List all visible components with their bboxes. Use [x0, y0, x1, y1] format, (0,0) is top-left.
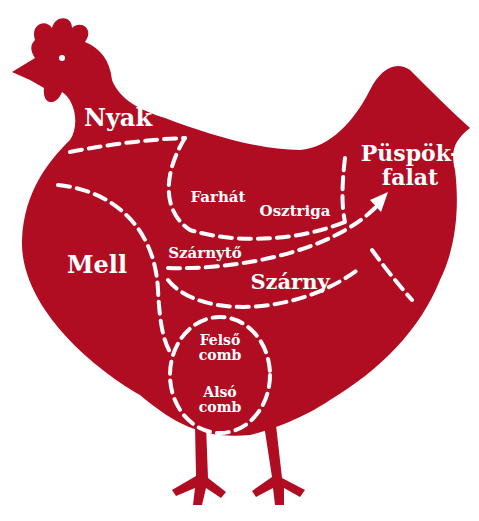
part-label: Szárny [250, 270, 329, 293]
part-label: Püspök- falat [361, 141, 459, 189]
part-label: Szárnytő [168, 245, 242, 262]
cut-line [70, 138, 185, 152]
chicken-body [12, 18, 470, 436]
cut-line [58, 185, 172, 355]
eye [59, 55, 65, 61]
part-label: Felső comb [199, 333, 241, 364]
leg [172, 425, 226, 505]
part-label: Alsó comb [199, 385, 241, 416]
part-label: Osztriga [260, 203, 331, 220]
cut-line [372, 250, 412, 300]
part-label: Farhát [190, 189, 245, 206]
cut-line [343, 158, 346, 222]
leg [252, 425, 305, 505]
cut-line [170, 317, 270, 433]
cut-line [168, 268, 360, 307]
part-label: Nyak [84, 105, 152, 131]
part-label: Mell [67, 252, 127, 278]
arrowhead [370, 192, 388, 212]
cut-line [169, 138, 345, 239]
